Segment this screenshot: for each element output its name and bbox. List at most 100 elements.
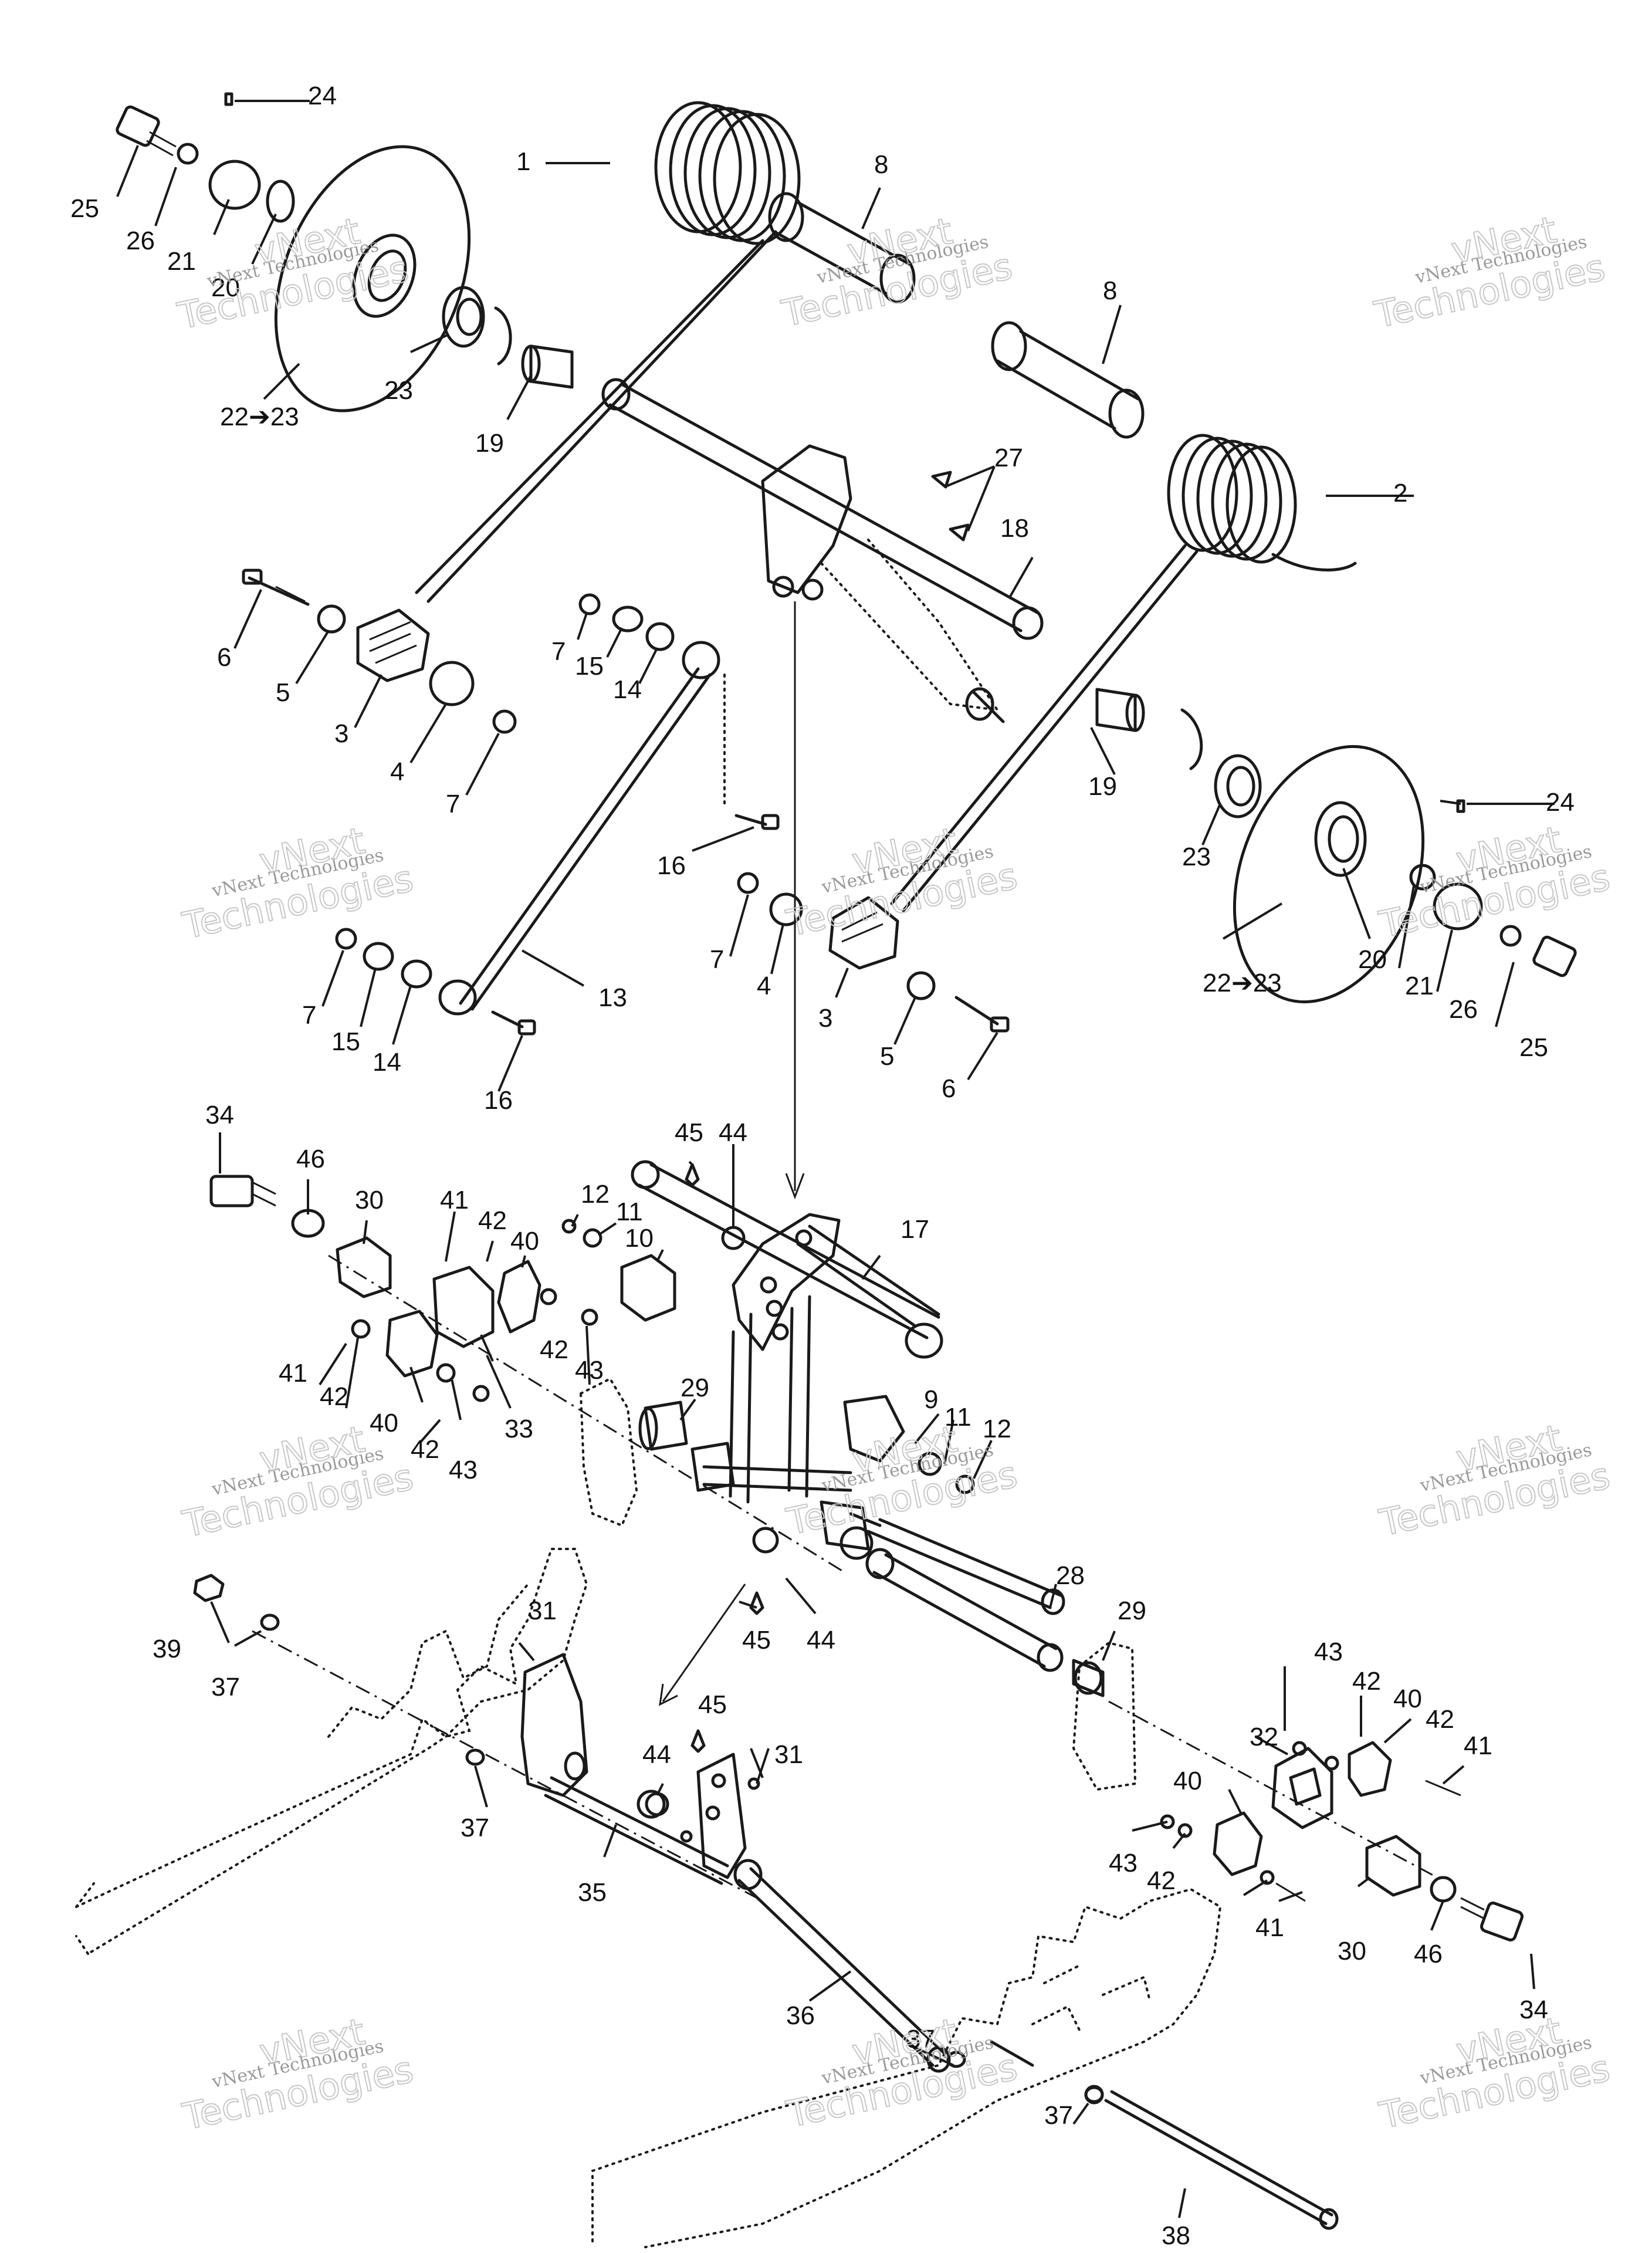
callout-16-b: 16 xyxy=(484,1086,513,1115)
callout-25-right: 25 xyxy=(1519,1033,1548,1062)
callout-44-b: 44 xyxy=(807,1626,835,1655)
callout-29-right: 29 xyxy=(1118,1596,1146,1625)
callout-45-b: 45 xyxy=(742,1626,771,1655)
callout-5-left: 5 xyxy=(276,678,290,707)
callout-8-left: 8 xyxy=(874,150,888,179)
watermark: vNext Technologies vNext Technologies xyxy=(178,818,418,948)
parts-artwork xyxy=(75,92,1577,2248)
callout-43-b: 43 xyxy=(449,1456,478,1484)
callout-12-a: 12 xyxy=(581,1180,610,1209)
watermark: vNext Technologies vNext Technologies xyxy=(1370,208,1609,337)
push-rivet-a xyxy=(931,471,952,489)
grease-cap-b xyxy=(752,1527,779,1554)
callout-37-c: 37 xyxy=(906,2025,935,2054)
callout-45-c: 45 xyxy=(698,1690,727,1719)
guide-arrow-lower xyxy=(659,1584,746,1706)
callout-42-a: 42 xyxy=(478,1206,507,1235)
callout-21-right: 21 xyxy=(1405,972,1434,1000)
slide-rail-left xyxy=(75,1548,588,1955)
watermark: vNext Technologies vNext Technologies xyxy=(777,209,1017,336)
bushings-center xyxy=(561,1219,975,1494)
callout-40-c: 40 xyxy=(1393,1684,1422,1713)
watermark: vNext Technologies vNext Technologies xyxy=(1375,817,1614,947)
callout-38: 38 xyxy=(1162,2221,1190,2250)
callout-3-left: 3 xyxy=(334,719,348,748)
rear-shaft xyxy=(865,1548,1105,1697)
leader-lines xyxy=(116,100,1555,2218)
callout-41-b: 41 xyxy=(279,1359,307,1388)
callout-22-23-right: 22➔23 xyxy=(1203,969,1282,997)
watermark: vNext Technologies vNext Technologies xyxy=(178,2010,418,2139)
callout-45-a: 45 xyxy=(675,1118,703,1147)
front-arm-assembly xyxy=(631,1160,1065,1615)
callout-4-right: 4 xyxy=(757,972,771,1000)
callout-24-top-left: 24 xyxy=(308,82,337,110)
torsion-spring-right xyxy=(890,434,1357,912)
rod-left xyxy=(335,593,780,1036)
callout-42-f: 42 xyxy=(1426,1705,1454,1734)
slide-rail-right-inner xyxy=(1031,1964,1151,2031)
washer-37-c xyxy=(946,2051,966,2068)
callout-26-right: 26 xyxy=(1449,995,1478,1024)
callout-44-a: 44 xyxy=(719,1118,747,1147)
grease-fitting-a xyxy=(685,1163,700,1187)
callout-41-c: 41 xyxy=(1464,1731,1492,1760)
callout-15-b: 15 xyxy=(331,1027,360,1056)
callout-39: 39 xyxy=(153,1635,181,1663)
sleeve-right xyxy=(991,321,1145,439)
rear-arm-assembly xyxy=(252,1630,1339,2230)
callout-23-right: 23 xyxy=(1182,843,1211,871)
callout-7-d: 7 xyxy=(302,1001,316,1030)
callout-44-c: 44 xyxy=(642,1740,671,1769)
callout-28: 28 xyxy=(1056,1561,1085,1590)
callout-15-a: 15 xyxy=(575,652,604,681)
callout-46-left: 46 xyxy=(296,1145,325,1173)
bracket-upper-left xyxy=(579,1377,638,1527)
callout-12-b: 12 xyxy=(983,1415,1011,1443)
callout-34-left: 34 xyxy=(205,1101,234,1129)
callout-8-right: 8 xyxy=(1103,276,1117,305)
callout-14-a: 14 xyxy=(613,675,642,704)
callout-11-b: 11 xyxy=(945,1403,971,1432)
callout-9: 9 xyxy=(924,1385,938,1414)
stopper-left xyxy=(242,569,517,734)
callout-42-b: 42 xyxy=(320,1382,348,1411)
callout-42-d: 42 xyxy=(411,1435,439,1464)
callout-26-left: 26 xyxy=(126,226,155,255)
callout-40-a: 40 xyxy=(510,1227,539,1256)
callout-2: 2 xyxy=(1393,479,1407,508)
callout-32: 32 xyxy=(1250,1723,1278,1751)
callout-40-b: 40 xyxy=(370,1409,398,1437)
torsion-spring-left xyxy=(415,101,801,603)
callout-4-left: 4 xyxy=(390,757,404,786)
callout-22-23-left: 22➔23 xyxy=(220,402,299,431)
callout-27: 27 xyxy=(994,444,1023,472)
callout-labels: 24 1 8 25 26 21 20 8 23 22➔23 19 27 2 18… xyxy=(70,82,1575,2250)
stopper-right xyxy=(737,872,1010,1033)
callout-33: 33 xyxy=(505,1415,533,1443)
callout-6-left: 6 xyxy=(217,643,231,672)
callout-1: 1 xyxy=(516,147,530,176)
callout-16-a: 16 xyxy=(657,851,686,880)
idler-wheel-left xyxy=(274,145,574,412)
guide-arrow-long xyxy=(785,601,805,1200)
callout-24-right: 24 xyxy=(1546,788,1575,817)
callout-6-right: 6 xyxy=(942,1074,956,1103)
callout-34-right: 34 xyxy=(1519,1995,1548,2024)
callout-36: 36 xyxy=(786,2001,815,2030)
callout-19-right: 19 xyxy=(1088,772,1117,801)
callout-20-right: 20 xyxy=(1358,945,1387,974)
grease-fitting-c xyxy=(690,1729,706,1753)
callout-7-a: 7 xyxy=(551,637,566,666)
callout-42-c: 42 xyxy=(540,1335,568,1364)
sleeve-left xyxy=(768,192,916,304)
callout-42-e: 42 xyxy=(1352,1667,1381,1696)
callout-41-a: 41 xyxy=(440,1186,469,1215)
mount-left xyxy=(209,1175,845,1574)
callout-30-right: 30 xyxy=(1338,1937,1366,1966)
callout-46-right: 46 xyxy=(1414,1940,1443,1968)
nut-39 xyxy=(193,1574,225,1602)
push-rivet-b xyxy=(949,523,970,542)
callout-13: 13 xyxy=(598,983,627,1012)
